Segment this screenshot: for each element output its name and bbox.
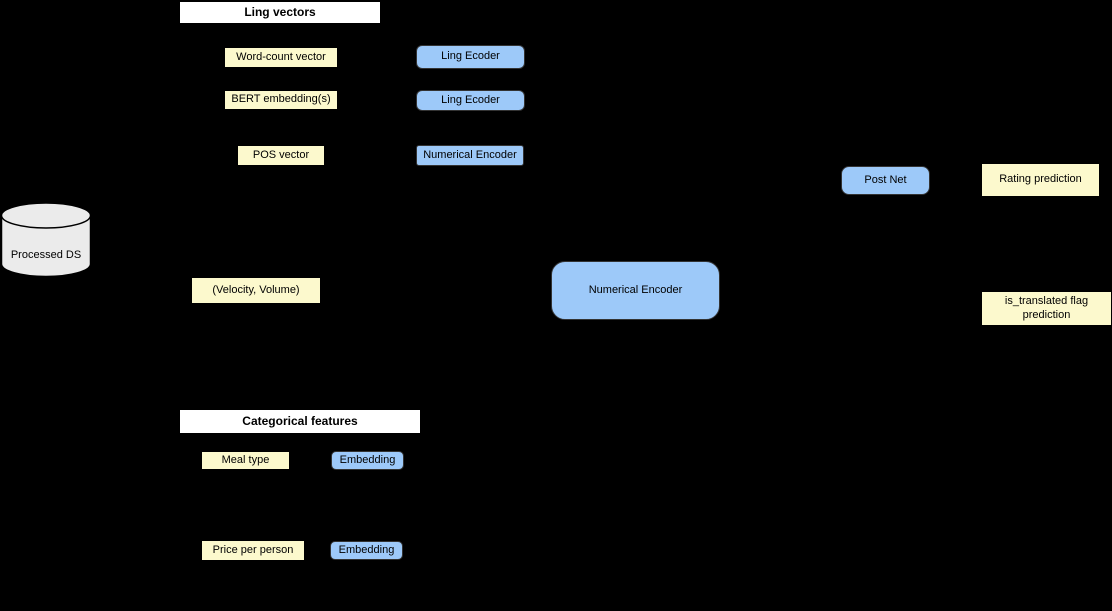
datastore-label: Processed DS xyxy=(11,249,81,261)
is-translated-prediction-node: is_translated flag prediction xyxy=(981,291,1112,326)
numerical-encoder-node-big: Numerical Encoder xyxy=(551,261,720,320)
post-net-node: Post Net xyxy=(841,166,930,195)
ling-vectors-header: Ling vectors xyxy=(180,2,380,23)
numerical-encoder-node-small: Numerical Encoder xyxy=(416,145,524,166)
embedding-node-price: Embedding xyxy=(330,541,403,560)
word-count-vector-node: Word-count vector xyxy=(224,47,338,68)
pos-vector-node: POS vector xyxy=(237,145,325,166)
price-per-person-node: Price per person xyxy=(201,540,305,561)
categorical-features-header: Categorical features xyxy=(180,410,420,433)
meal-type-node: Meal type xyxy=(201,451,290,470)
datastore-cylinder: Processed DS xyxy=(0,202,92,279)
ling-ecoder-node-2: Ling Ecoder xyxy=(416,90,525,111)
velocity-volume-node: (Velocity, Volume) xyxy=(191,277,321,304)
database-cylinder-icon: Processed DS xyxy=(0,202,92,278)
embedding-node-meal: Embedding xyxy=(331,451,404,470)
rating-prediction-node: Rating prediction xyxy=(981,163,1100,197)
bert-embedding-node: BERT embedding(s) xyxy=(224,90,338,110)
ling-ecoder-node-1: Ling Ecoder xyxy=(416,45,525,69)
